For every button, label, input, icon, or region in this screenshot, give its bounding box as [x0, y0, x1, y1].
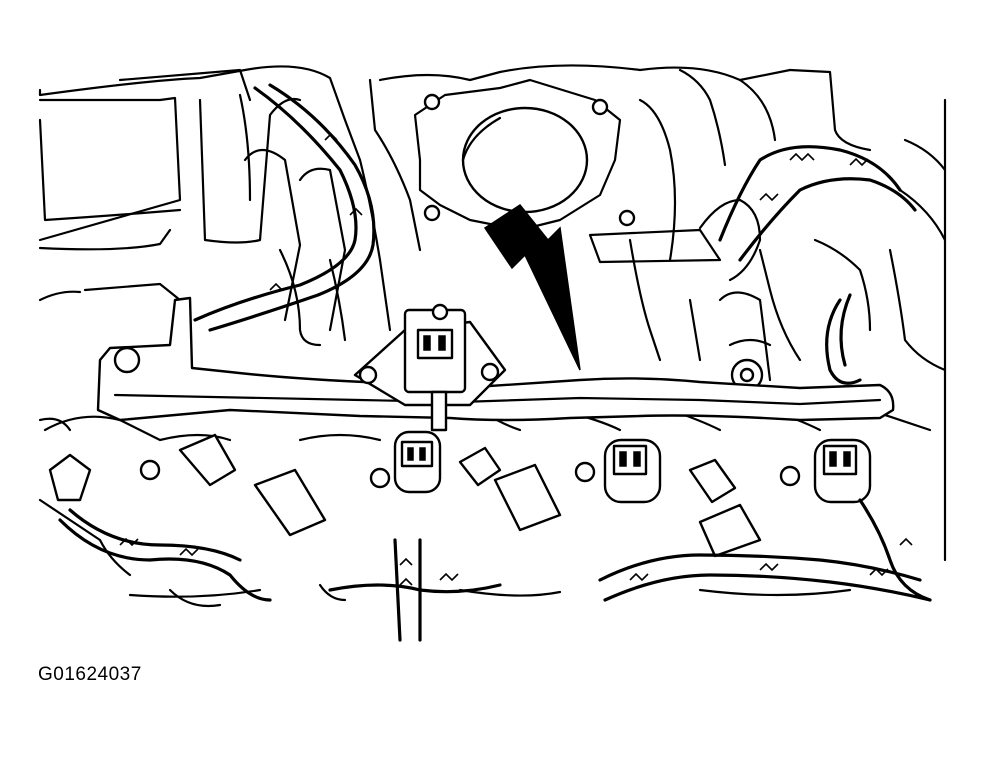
wire-harness-bottom: [58, 498, 932, 642]
throttle-body: [413, 78, 917, 282]
bolt: [480, 362, 500, 382]
fuel-injectors: [43, 415, 872, 558]
bolt: [779, 465, 801, 487]
pointer-arrow: [483, 203, 581, 371]
bolt: [618, 209, 636, 227]
throttle-bore: [461, 106, 589, 214]
fuel-rail: [96, 296, 895, 422]
bolt: [431, 303, 449, 321]
bolt: [358, 365, 378, 385]
engine-background-outline: [38, 64, 947, 598]
injector-3: [813, 438, 872, 504]
intake-runners: [243, 148, 772, 392]
bolt: [574, 461, 596, 483]
bolt: [139, 459, 161, 481]
rail-mount-hole: [113, 346, 141, 374]
bolt: [739, 367, 755, 383]
bolt: [423, 93, 441, 111]
bolt: [369, 467, 391, 489]
breather-tube: [588, 228, 722, 264]
injector-connectors: [48, 433, 762, 558]
figure-id: G01624037: [38, 664, 142, 685]
bolt: [423, 204, 441, 222]
wire-harness-top: [193, 83, 862, 385]
bolt: [591, 98, 609, 116]
injector-2: [603, 438, 662, 504]
fuel-pressure-sensor: [353, 303, 507, 432]
injector-1: [393, 430, 442, 494]
